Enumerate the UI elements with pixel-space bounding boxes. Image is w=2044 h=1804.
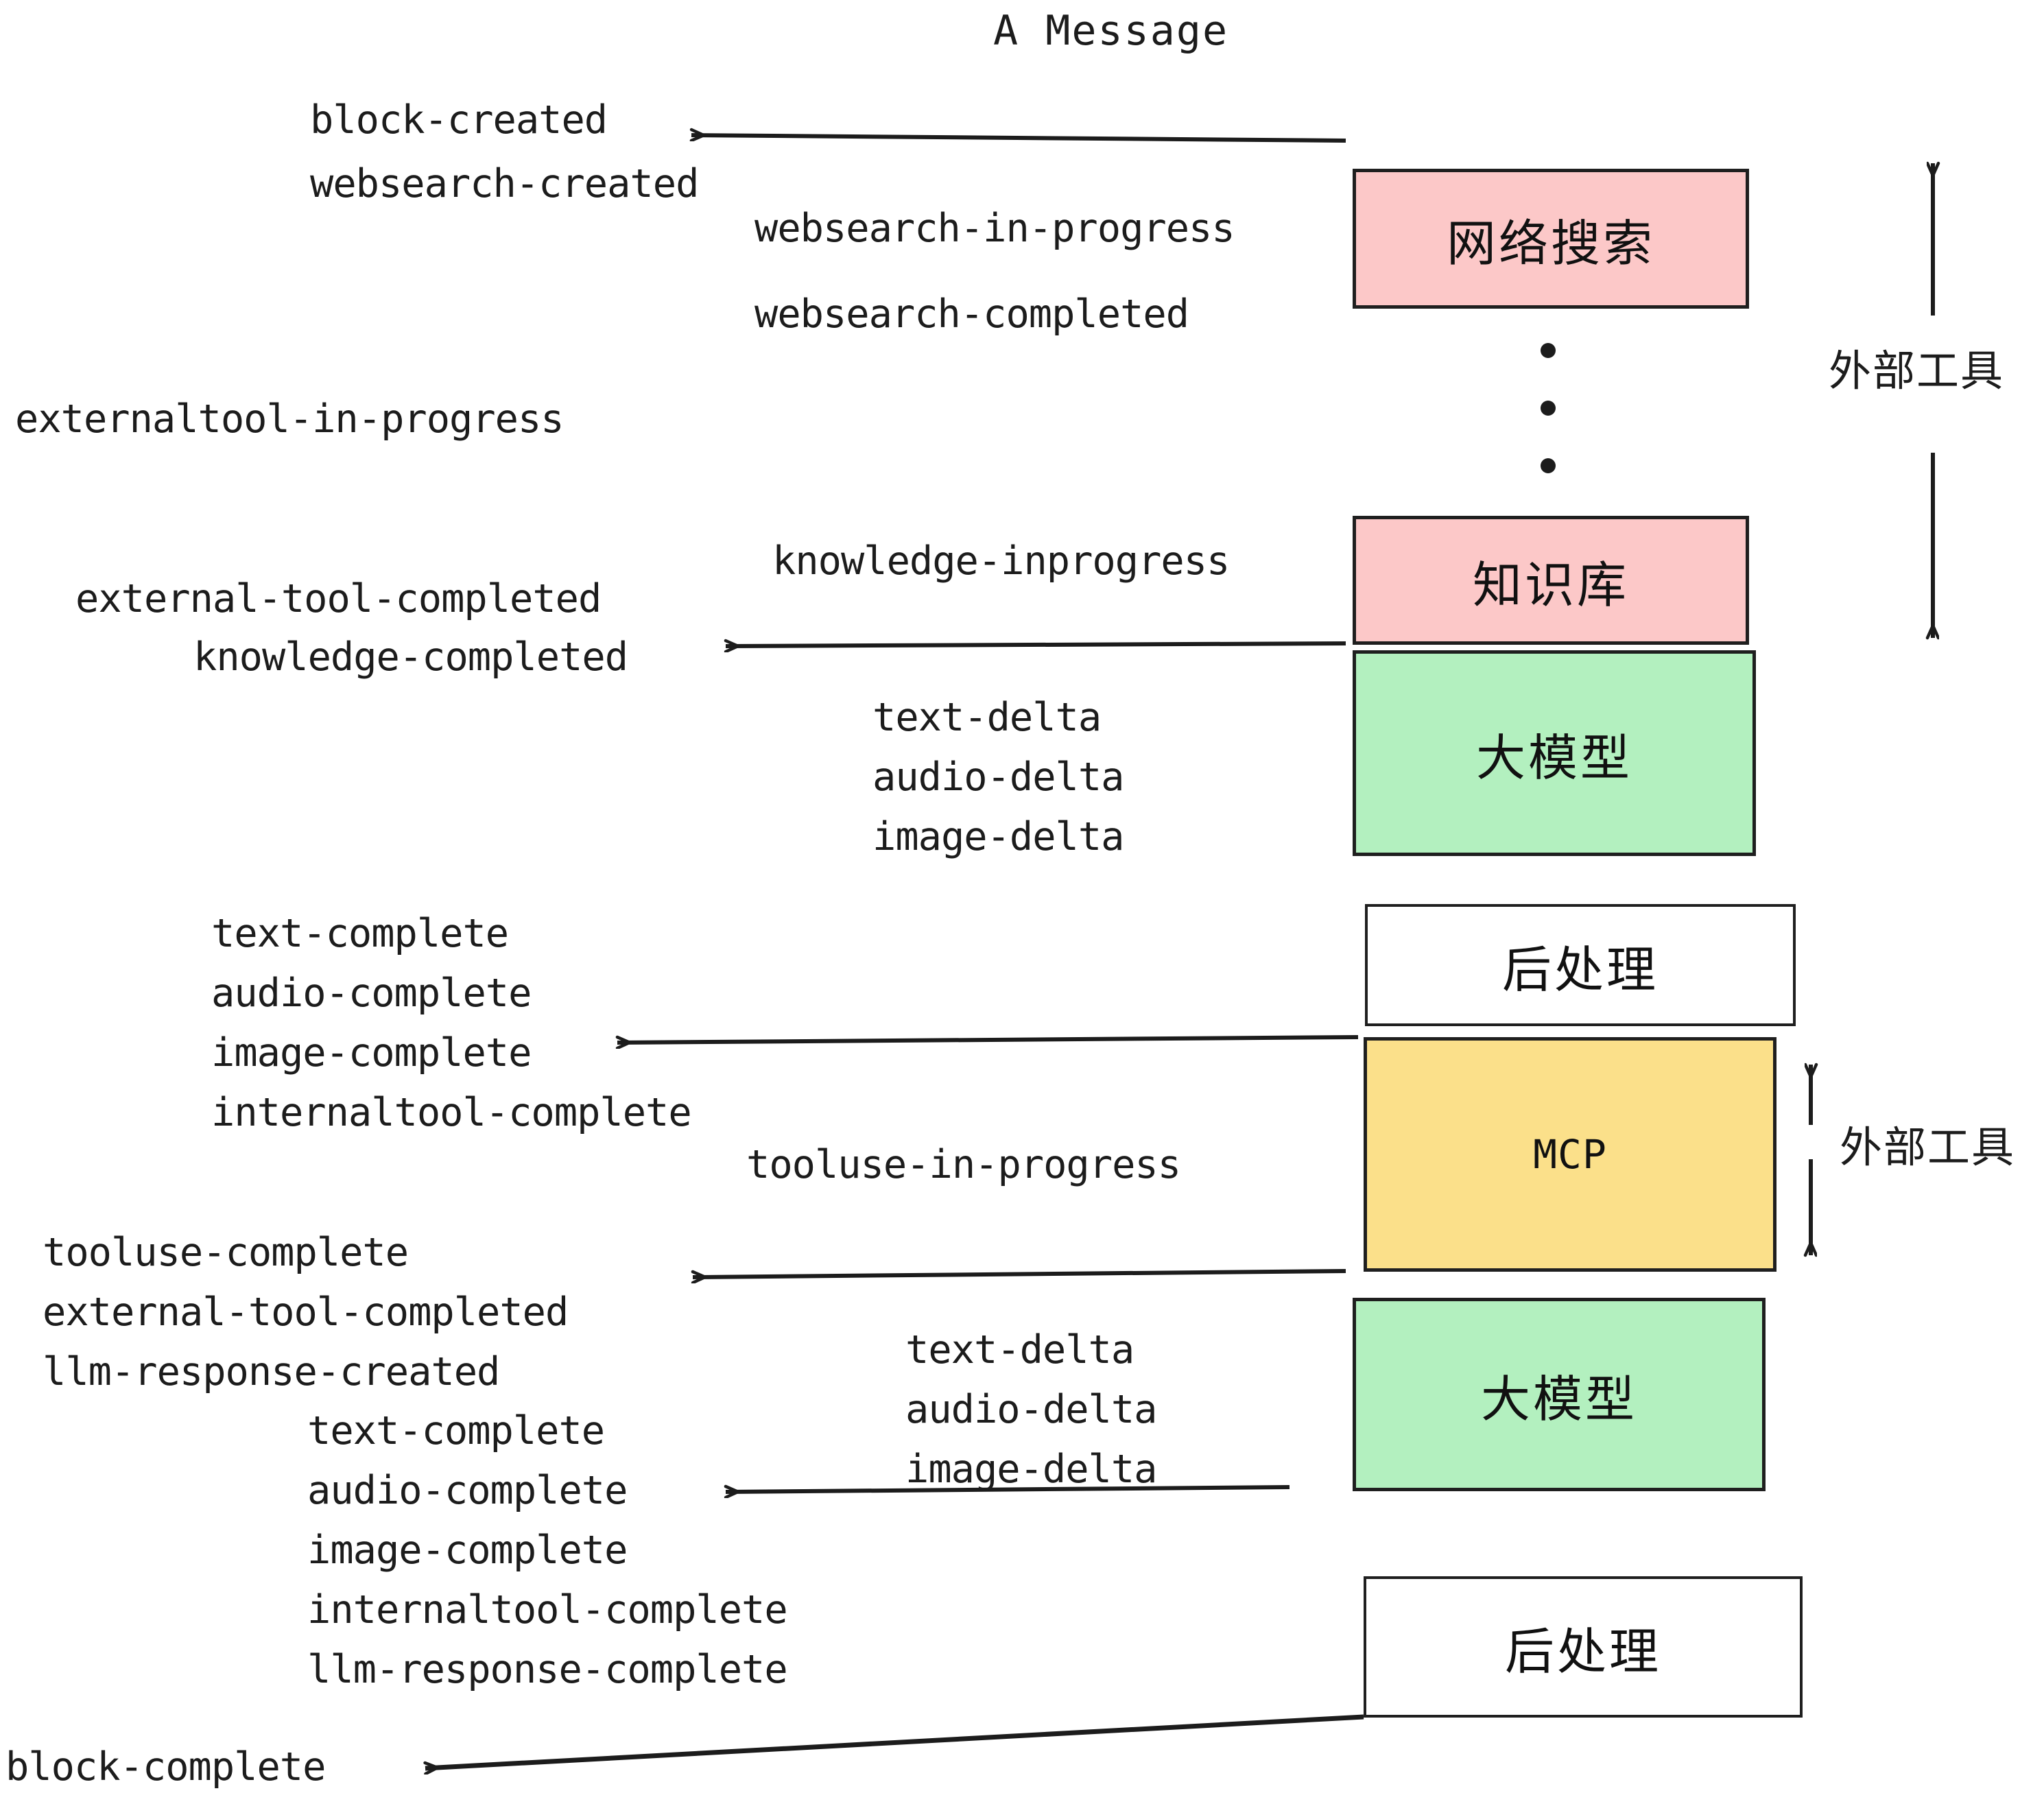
box-postprocess-bottom-label: 后处理 [1504,1622,1661,1681]
box-knowledge[interactable]: 知识库 [1353,516,1749,645]
arrow-knowledge-to-knowledge-completed [726,643,1346,646]
event-external-tool-completed-1: external-tool-completed [75,576,602,621]
event-image-delta-2: image-delta [905,1447,1157,1492]
box-postprocess-top-label: 后处理 [1501,940,1659,999]
event-knowledge-inprogress: knowledge-inprogress [772,538,1230,584]
event-internaltool-complete-2: internaltool-complete [307,1587,788,1633]
arrow-postprocess-to-block-complete [425,1714,1364,1768]
event-audio-complete-1: audio-complete [211,971,532,1016]
diagram-title: A Message [993,7,1229,55]
box-postprocess-bottom[interactable]: 后处理 [1364,1576,1803,1718]
event-tooluse-in-progress: tooluse-in-progress [746,1142,1181,1187]
side-label-external-tools-bottom: 外部工具 [1840,1122,2016,1172]
box-llm-top-label: 大模型 [1475,728,1632,787]
box-llm-bottom-label: 大模型 [1480,1370,1637,1428]
event-block-created: block-created [310,97,608,143]
event-tooluse-complete: tooluse-complete [43,1230,409,1275]
event-knowledge-completed: knowledge-completed [193,634,628,680]
event-image-complete-1: image-complete [211,1030,532,1076]
arrow-mcp-to-tooluse-complete [693,1269,1346,1277]
box-knowledge-label: 知识库 [1472,556,1629,614]
event-llm-response-created: llm-response-created [43,1349,500,1394]
arrow-postprocess-to-image-complete [617,1035,1359,1043]
side-label-external-tools-top: 外部工具 [1829,346,2005,396]
event-audio-delta-2: audio-delta [905,1387,1157,1432]
event-text-delta-1: text-delta [872,695,1102,740]
arrow-websearch-to-block-created [691,135,1346,143]
event-internaltool-complete-1: internaltool-complete [211,1090,692,1135]
event-websearch-in-progress: websearch-in-progress [754,206,1235,251]
box-mcp[interactable]: MCP [1364,1037,1776,1272]
box-websearch[interactable]: 网络搜索 [1353,169,1749,309]
box-llm-bottom[interactable]: 大模型 [1353,1298,1766,1491]
event-text-delta-2: text-delta [905,1327,1134,1373]
event-image-delta-1: image-delta [872,814,1124,859]
event-audio-complete-2: audio-complete [307,1468,628,1513]
event-externaltool-in-progress: externaltool-in-progress [15,396,565,442]
event-text-complete-2: text-complete [307,1408,605,1453]
box-mcp-label: MCP [1533,1131,1607,1178]
event-image-complete-2: image-complete [307,1528,628,1573]
event-audio-delta-1: audio-delta [872,755,1124,800]
event-external-tool-completed-2: external-tool-completed [43,1290,569,1335]
event-websearch-created: websearch-created [310,161,699,206]
vertical-ellipsis-icon [1540,343,1556,473]
box-postprocess-top[interactable]: 后处理 [1365,904,1796,1026]
box-llm-top[interactable]: 大模型 [1353,650,1756,856]
event-block-complete: block-complete [5,1744,326,1790]
event-llm-response-complete: llm-response-complete [307,1647,788,1692]
box-websearch-label: 网络搜索 [1446,214,1655,272]
event-websearch-completed: websearch-completed [754,292,1189,337]
event-text-complete-1: text-complete [211,911,509,956]
